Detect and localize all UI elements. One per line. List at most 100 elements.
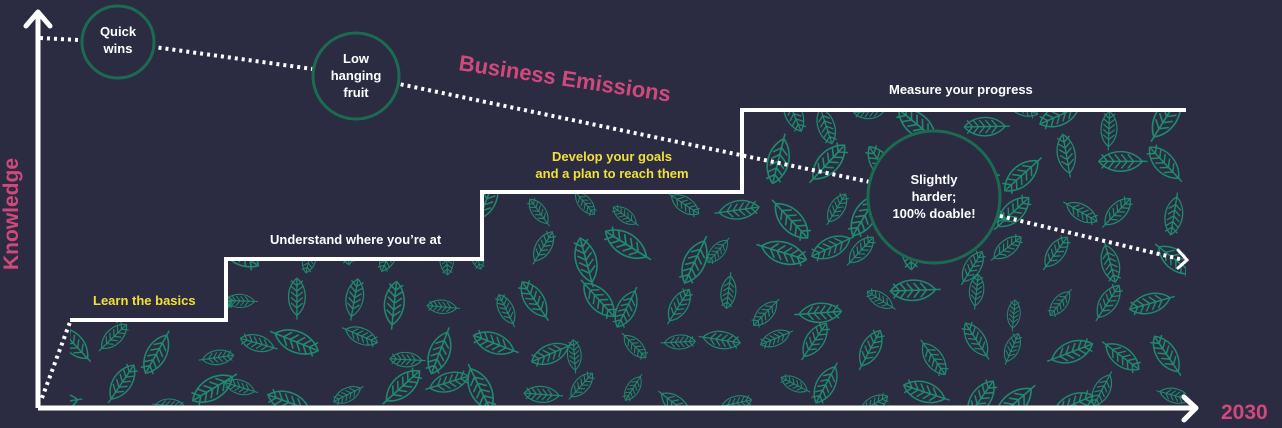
leaf-icon [1100,112,1118,151]
leaf-icon [718,395,753,406]
leaf-icon [523,385,564,403]
leaf-icon [566,339,582,374]
leaf-icon [426,299,461,314]
leaf-icon [338,189,375,216]
leaf-icon [1154,243,1186,278]
leaf-pattern [30,112,1186,406]
leaf-icon [992,384,1036,406]
leaf-icon [658,390,692,406]
leaf-icon [699,112,742,130]
leaf-icon [1047,288,1072,318]
leaf-icon [198,349,235,366]
leaf-icon [471,112,514,130]
leaf-icon [1056,133,1076,178]
leaf-icon [269,329,320,357]
leaf-icon [1102,196,1133,228]
leaf-icon [333,386,364,406]
knowledge-staircase [70,108,1186,322]
leaf-icon [902,379,950,404]
leaf-icon [140,330,170,375]
milestone-2-line-3: fruit [343,85,369,100]
leaf-icon [98,321,129,352]
leaf-icon [1002,112,1039,119]
leaf-icon [963,116,1010,137]
leaf-icon [811,362,838,404]
leaf-icon [287,160,318,183]
milestone-3-line-1: Slightly [911,172,959,187]
leaf-icon [345,278,365,321]
leaf-icon [1156,387,1186,405]
leaf-icon [200,112,217,125]
leaf-icon [698,330,741,350]
leaf-icon [80,254,133,278]
step-2-label: Understand where you’re at [270,232,442,247]
leaf-icon [1039,112,1084,130]
leaf-icon [573,237,598,288]
leaf-icon [965,379,998,406]
leaf-icon [679,235,708,284]
leaf-icon [107,363,138,404]
leaf-icon [92,112,123,144]
leaf-icon [429,184,459,222]
leaf-icon [1097,150,1148,172]
leaf-icon [846,235,876,266]
leaf-icon [70,392,83,406]
leaf-icon [266,388,315,406]
leaf-icon [612,204,640,227]
leaf-icon [856,392,889,406]
leaf-icon [759,329,794,349]
business-emissions-label: Business Emissions [457,50,672,106]
leaf-icon [130,202,161,220]
leaf-icon [920,339,949,377]
leaf-icon [866,288,896,310]
leaf-icon [1063,201,1098,226]
leaf-icon [1046,338,1094,364]
leaf-icon [425,370,470,393]
leaf-icon [30,176,62,232]
leaf-icon [521,112,552,140]
leaf-icon [705,237,730,265]
leaf-icon [224,378,259,396]
leaf-icon [181,161,232,184]
leaf-icon [70,112,74,135]
leaf-icon [70,153,71,190]
milestone-1-line-2: wins [103,41,133,56]
leaf-icon [780,373,811,393]
leaf-icon [765,133,790,185]
leaf-icon [816,112,837,145]
y-axis-label: Knowledge [0,158,23,270]
leaf-icon [617,112,665,126]
leaf-icon [771,199,812,241]
leaf-icon [961,321,990,360]
leaf-icon [668,193,700,218]
leaf-icon [1128,292,1175,316]
leaf-icon [810,235,855,262]
leaf-icon [621,332,649,360]
x-axis-end-label: 2030 [1221,401,1268,424]
leaf-icon [1042,235,1071,271]
leaf-icon [224,293,259,308]
leaf-icon [994,194,1032,230]
leaf-icon [568,371,595,400]
y-axis-arrow-icon [23,9,53,29]
leaf-icon [1095,284,1123,322]
milestone-3-line-3: 100% doable! [892,206,975,221]
leaf-icon [233,139,253,169]
milestone-2-line-2: hanging [331,68,382,83]
leaf-icon [245,112,268,129]
leaf-icon [425,327,452,375]
leaf-icon [382,367,423,405]
leaf-icon [98,192,131,213]
leaf-icon [756,240,808,267]
leaf-icon [208,192,227,232]
leaf-icon [826,193,849,226]
leaf-icon [527,197,550,227]
x-axis-arrow-icon [1181,394,1199,423]
leaf-icon [1146,144,1183,183]
leaf-icon [1002,157,1042,195]
milestone-low-hanging-fruit: Low hanging fruit [311,31,401,121]
leaf-icon [667,288,694,325]
leaf-icon [216,203,265,225]
step-1-label: Learn the basics [93,293,196,308]
emissions-line [39,36,871,184]
